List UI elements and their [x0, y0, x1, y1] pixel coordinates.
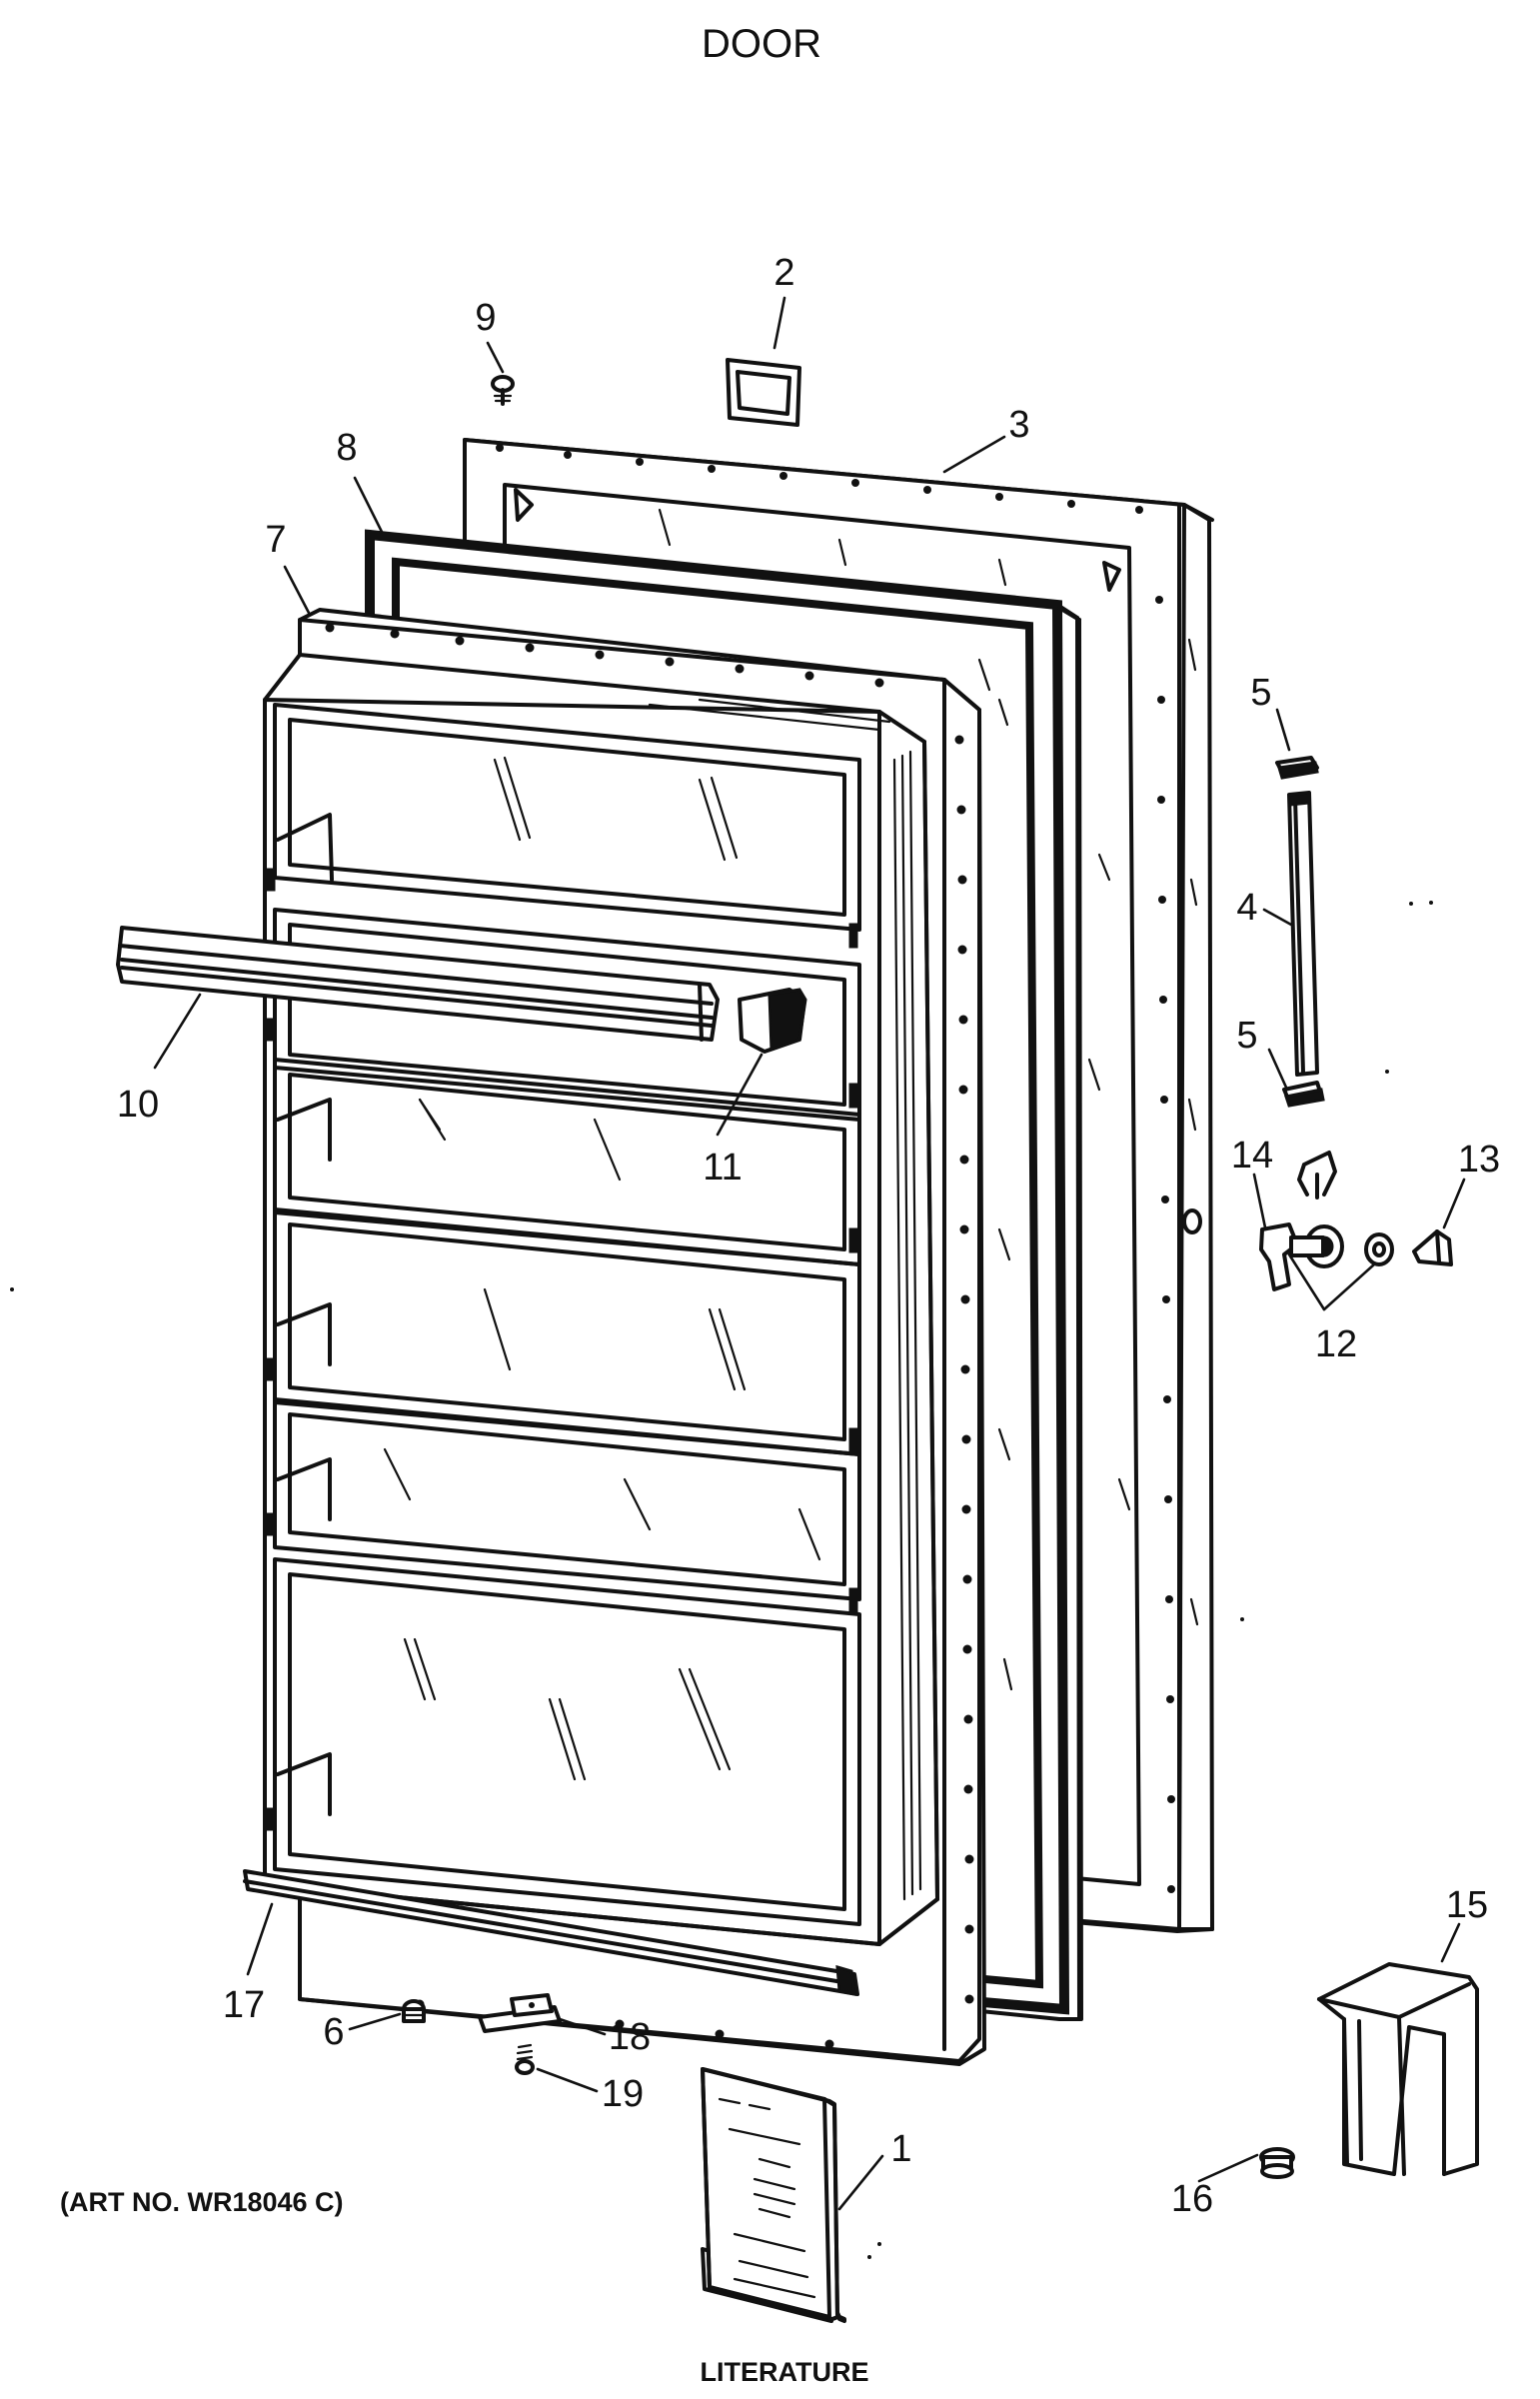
part-12-latch-strike [1259, 1222, 1344, 1291]
part-16-plug [1259, 2147, 1295, 2179]
part-11-handle-end-cap [738, 988, 807, 1054]
part-2-plug-button [726, 358, 801, 427]
part-12-washer [1364, 1232, 1394, 1266]
liner-glare-marks [383, 756, 821, 1781]
part-14-latch-clip [1297, 1151, 1337, 1200]
callout-17: 17 [223, 1984, 265, 2026]
callout-14: 14 [1231, 1135, 1273, 1177]
scan-specks [10, 901, 1433, 2259]
callout-12: 12 [1315, 1323, 1357, 1365]
callout-18: 18 [609, 2016, 651, 2058]
part-5-channel-cap-bottom [1282, 1081, 1325, 1108]
callout-5-top: 5 [1250, 672, 1271, 714]
part-9-screw [491, 375, 515, 406]
panel-3-screw-holes [496, 444, 1175, 1893]
part-7-inner-door-liner [263, 608, 986, 2066]
callout-16: 16 [1171, 2178, 1213, 2220]
literature-label: LITERATURE [701, 2357, 869, 2387]
art-number-label: (ART NO. WR18046 C) [60, 2187, 344, 2217]
liner-7-screw-holes [325, 623, 974, 2049]
callout-6: 6 [323, 2011, 344, 2053]
callout-8: 8 [336, 427, 357, 469]
liner-shelves [266, 703, 861, 1926]
callout-13: 13 [1458, 1139, 1500, 1181]
part-17-bottom-trim [243, 1869, 859, 1996]
part-18-bracket [478, 1993, 562, 2033]
part-4-hinge-channel [1287, 791, 1319, 1077]
part-19-screw [515, 2043, 535, 2075]
part-15-hinge-cover [1317, 1962, 1479, 2176]
diagram-title: DOOR [702, 22, 821, 66]
part-1-literature-booklet-body [701, 2067, 839, 2321]
callout-19: 19 [602, 2073, 644, 2115]
callout-2: 2 [773, 252, 794, 294]
callout-7: 7 [265, 519, 286, 561]
callout-10: 10 [117, 1084, 159, 1126]
leader-lines [153, 296, 1466, 2211]
part-10-handle-trim [116, 926, 720, 1042]
callout-1: 1 [890, 2128, 911, 2170]
part-5-channel-cap-top [1275, 756, 1319, 780]
callout-15: 15 [1446, 1884, 1488, 1926]
callout-11: 11 [703, 1147, 742, 1189]
callout-5-bottom: 5 [1236, 1015, 1257, 1057]
part-13-wedge-stop [1412, 1229, 1453, 1266]
callout-9: 9 [475, 297, 496, 339]
part-6-screw [402, 1999, 426, 2023]
callout-3: 3 [1008, 404, 1029, 446]
callout-numbers: 2 3 9 8 7 5 4 5 10 11 14 13 12 15 17 6 1… [117, 252, 1500, 2220]
callout-4: 4 [1236, 887, 1257, 929]
